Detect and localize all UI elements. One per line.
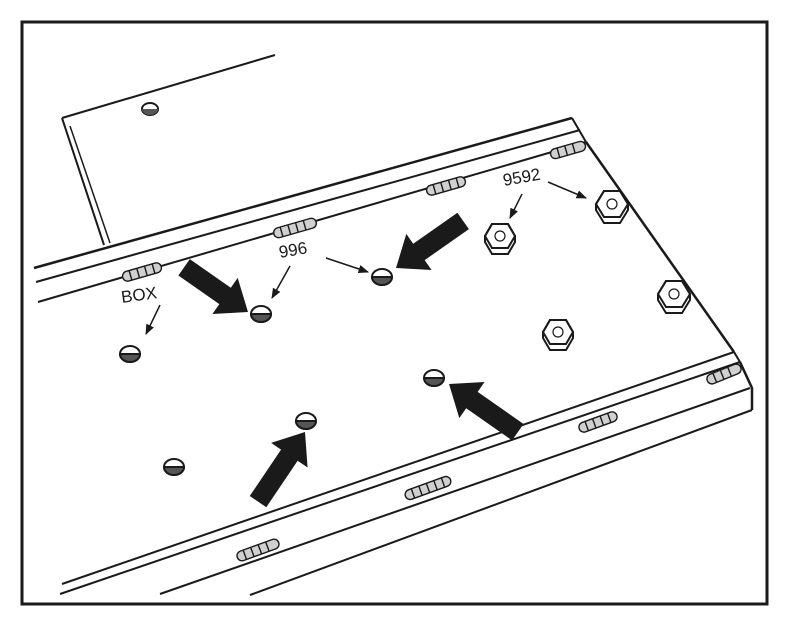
label-box: BOX xyxy=(120,283,158,307)
weld-seams xyxy=(121,140,742,562)
pointer-arrow xyxy=(449,382,524,441)
weld-seam xyxy=(706,363,742,385)
hole xyxy=(249,305,273,323)
hole xyxy=(294,412,318,430)
hole xyxy=(370,268,394,286)
hex-bolts xyxy=(483,190,692,351)
hex-bolt xyxy=(656,280,692,314)
weld-seam xyxy=(404,475,452,501)
pointer-arrow xyxy=(178,259,248,314)
weld-seam xyxy=(272,217,318,239)
pointer-arrow xyxy=(396,212,469,270)
hole xyxy=(118,345,142,363)
weld-seam xyxy=(425,176,467,196)
weld-seam xyxy=(121,262,163,282)
hex-bolt xyxy=(483,223,517,255)
back-plate xyxy=(61,54,276,246)
weld-seam xyxy=(578,411,618,433)
weld-seam xyxy=(549,140,587,160)
pointer-arrows xyxy=(178,212,524,508)
hex-bolt xyxy=(594,190,630,224)
holes xyxy=(118,268,446,476)
label-996: 996 xyxy=(277,238,308,262)
weld-seam xyxy=(236,538,280,562)
hex-bolt xyxy=(541,319,575,351)
figure-frame xyxy=(20,20,769,606)
back-plate-hole xyxy=(141,102,159,116)
hole xyxy=(162,458,186,476)
hole xyxy=(422,369,446,387)
pointer-arrow xyxy=(249,432,308,508)
leader-lines xyxy=(145,181,587,335)
